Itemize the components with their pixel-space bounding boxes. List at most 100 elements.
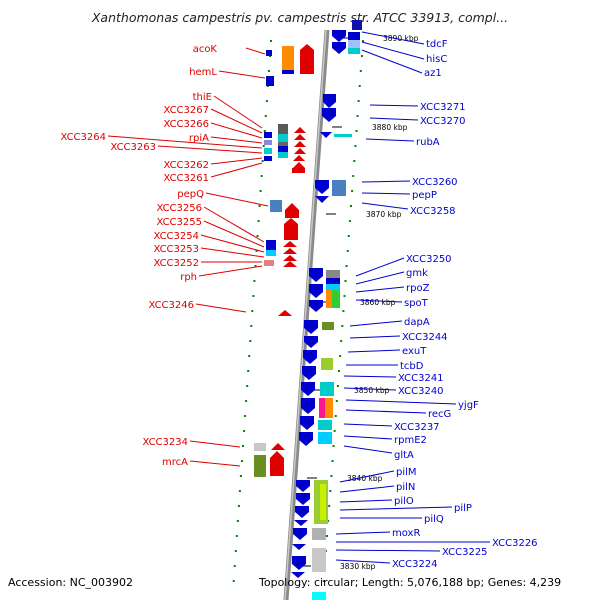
- gene-label-XCC3267: XCC3267: [163, 105, 209, 116]
- gene-label-pepQ: pepQ: [177, 189, 204, 200]
- gene-label-XCC3263: XCC3263: [110, 142, 156, 153]
- leader-line: [210, 157, 263, 165]
- track-dot: [242, 445, 244, 447]
- gene-label-XCC3252: XCC3252: [153, 258, 199, 269]
- forward-strand-genes: [291, 30, 346, 578]
- leader-line: [339, 470, 395, 483]
- block: [266, 250, 276, 256]
- track-dot: [238, 490, 241, 492]
- gene-label-tdcF: tdcF: [426, 39, 448, 50]
- track-dot: [322, 580, 325, 582]
- track-dot: [263, 130, 266, 132]
- gene-label-XCC3256: XCC3256: [156, 203, 202, 214]
- track-dot: [331, 460, 334, 462]
- track-dot: [256, 235, 259, 237]
- gene-arrow: [320, 132, 332, 138]
- track-dot: [257, 220, 260, 222]
- track-dot: [255, 250, 258, 252]
- track-dot: [326, 535, 328, 537]
- track-dot: [267, 70, 270, 72]
- gene-label-XCC3253: XCC3253: [153, 244, 199, 255]
- block: [322, 322, 334, 330]
- track-dot: [245, 400, 248, 402]
- leader-line: [343, 445, 393, 454]
- track-dot: [332, 445, 335, 447]
- gene-label-hemL: hemL: [189, 67, 217, 78]
- gene-label-XCC3246: XCC3246: [148, 300, 194, 311]
- leader-line: [365, 138, 415, 142]
- track-dot: [341, 325, 344, 327]
- gene-label-exuT: exuT: [402, 346, 427, 357]
- scale-label: 3870 kbp: [366, 210, 402, 219]
- gene-label-pepP: pepP: [412, 190, 437, 201]
- gene-arrow: [293, 162, 305, 168]
- track-dot: [350, 205, 352, 207]
- gene-label-XCC3255: XCC3255: [156, 217, 202, 228]
- gene-label-XCC3266: XCC3266: [163, 119, 209, 130]
- gene-arrow: [285, 203, 299, 218]
- gene-arrow: [294, 148, 306, 154]
- track-dot: [260, 175, 263, 177]
- leader-line: [335, 559, 391, 564]
- gene-label-acoK: acoK: [193, 44, 218, 55]
- track-dot: [329, 490, 332, 492]
- track-dot: [340, 340, 343, 342]
- track-dot: [265, 100, 268, 102]
- leader-line: [339, 499, 393, 503]
- gene-arrow: [301, 382, 315, 396]
- track-dot: [248, 355, 251, 357]
- gene-label-moxR: moxR: [392, 528, 420, 539]
- topology-text: Topology: circular; Length: 5,076,188 bp…: [258, 576, 561, 589]
- leader-line: [345, 409, 427, 414]
- scale-label: 3860 kbp: [360, 298, 396, 307]
- backbone-highlight: [284, 29, 327, 601]
- leader-line: [361, 49, 423, 74]
- track-dot: [354, 145, 357, 147]
- leader-line: [210, 136, 263, 144]
- track-dot: [347, 235, 350, 237]
- gene-arrow: [304, 336, 318, 348]
- gene-label-XCC3258: XCC3258: [410, 206, 456, 217]
- track-dot: [358, 85, 361, 87]
- leader-line: [213, 95, 263, 129]
- gene-arrow: [283, 241, 297, 247]
- leader-line: [339, 506, 453, 511]
- gene-label-gmk: gmk: [406, 268, 428, 279]
- track-dot: [348, 220, 351, 222]
- track-dot: [252, 295, 255, 297]
- track-dot: [345, 265, 348, 267]
- block: [266, 76, 274, 86]
- block: [352, 20, 362, 30]
- leader-line: [339, 485, 395, 493]
- gene-label-XCC3226: XCC3226: [492, 538, 538, 549]
- leader-line: [343, 435, 393, 440]
- gene-arrow: [296, 493, 310, 505]
- right-labels: tdcF hisC az1 XCC3271 XCC3270 rubA XCC32…: [335, 31, 538, 570]
- track-dot: [251, 310, 254, 312]
- leader-line: [355, 271, 405, 285]
- scale-label: 3830 kbp: [340, 562, 376, 571]
- reverse-function-blocks: [254, 46, 294, 477]
- block: [278, 134, 288, 142]
- track-dot: [235, 535, 238, 537]
- track-dot: [327, 520, 330, 522]
- leader-line: [361, 180, 411, 183]
- gene-arrow: [304, 320, 318, 334]
- block: [320, 484, 326, 520]
- gene-label-rpiA: rpiA: [189, 133, 209, 144]
- track-dot: [343, 295, 346, 297]
- block: [325, 398, 333, 418]
- gene-label-XCC3261: XCC3261: [163, 173, 209, 184]
- track-dot: [356, 115, 359, 117]
- block: [348, 40, 360, 48]
- leader-line: [335, 531, 391, 535]
- gene-arrow: [332, 42, 346, 54]
- left-labels: acoK hemL thiE XCC3267 XCC3266 rpiA XCC3…: [60, 44, 269, 468]
- gene-arrow: [270, 451, 284, 476]
- gene-label-rph: rph: [180, 272, 197, 283]
- block: [270, 200, 282, 212]
- track-dot: [244, 415, 247, 417]
- block: [282, 70, 294, 74]
- gene-arrow: [303, 350, 317, 364]
